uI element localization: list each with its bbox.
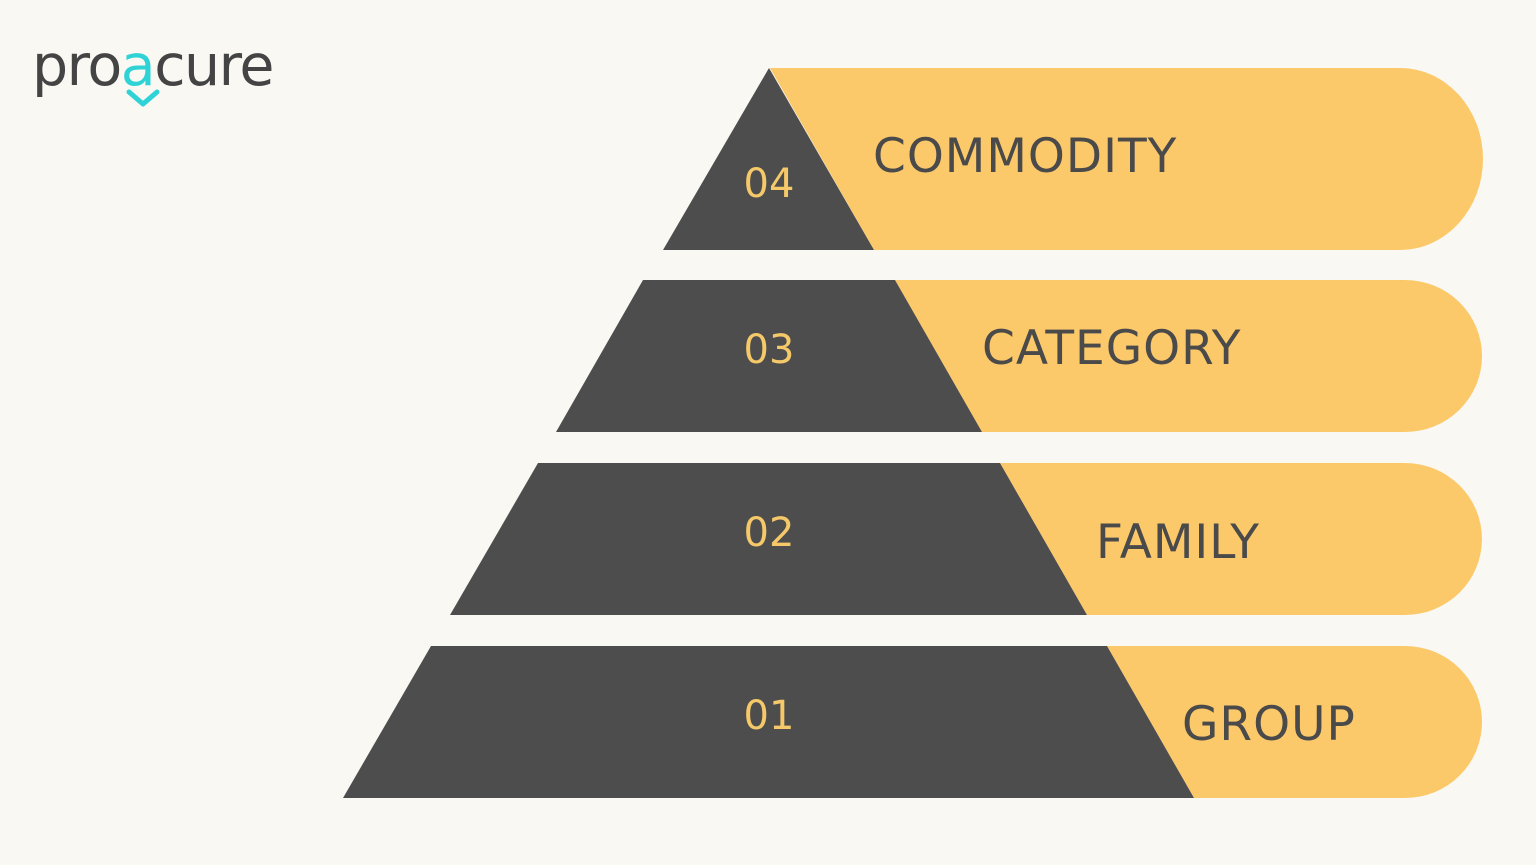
label-band bbox=[1107, 646, 1482, 798]
level-label: FAMILY bbox=[1096, 515, 1260, 570]
label-band bbox=[895, 280, 1482, 432]
pyramid-level-group: 01 GROUP bbox=[343, 646, 1482, 798]
pyramid-tier bbox=[343, 646, 1194, 798]
level-label: GROUP bbox=[1182, 697, 1356, 752]
label-band bbox=[1000, 463, 1482, 615]
pyramid-level-commodity: 04 COMMODITY bbox=[663, 68, 1483, 250]
pyramid-tier bbox=[556, 280, 982, 432]
pyramid-tier bbox=[450, 463, 1087, 615]
level-label: COMMODITY bbox=[873, 129, 1177, 184]
pyramid-level-category: 03 CATEGORY bbox=[556, 280, 1482, 432]
level-number: 01 bbox=[744, 693, 795, 739]
level-number: 03 bbox=[744, 327, 795, 373]
proacure-logo: proacure bbox=[32, 28, 292, 118]
pyramid-level-family: 02 FAMILY bbox=[450, 463, 1482, 615]
chevron-down-icon bbox=[126, 89, 160, 107]
logo-wordmark: proacure bbox=[32, 33, 274, 99]
label-band bbox=[770, 68, 1483, 250]
level-label: CATEGORY bbox=[982, 321, 1242, 376]
pyramid-tier bbox=[663, 68, 874, 250]
level-number: 02 bbox=[744, 510, 795, 556]
level-number: 04 bbox=[744, 161, 795, 207]
